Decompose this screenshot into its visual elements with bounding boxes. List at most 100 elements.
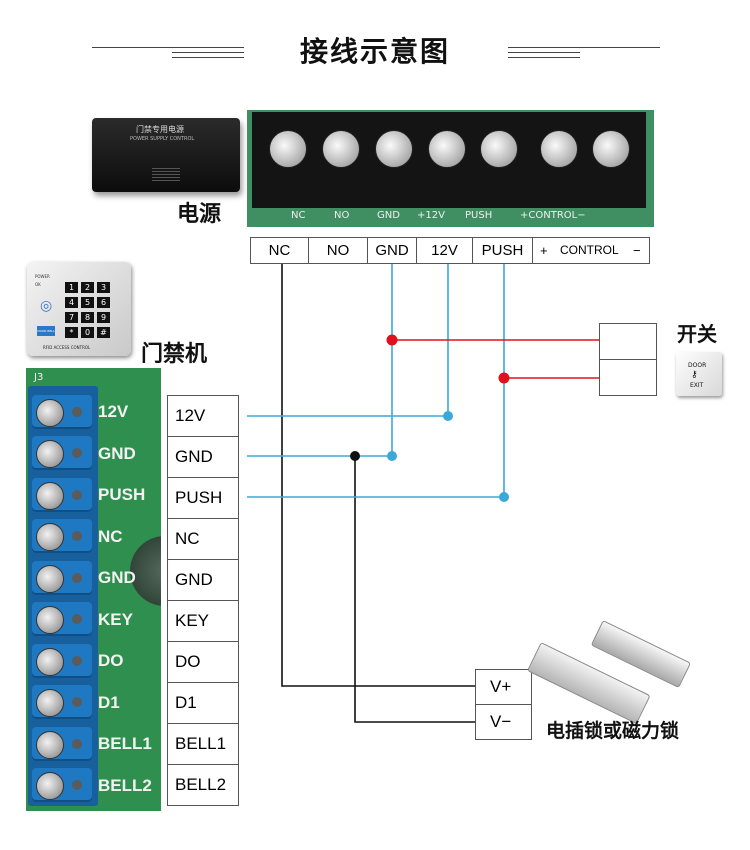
board-silk-key: KEY	[98, 610, 133, 629]
access-terminal-nc: NC	[167, 518, 239, 560]
board-hole-3	[72, 490, 82, 500]
power-silk-control: +CONTROL−	[520, 210, 586, 221]
keypad-key-0: 0	[81, 327, 94, 338]
exit-button-line1: DOOR	[688, 362, 707, 369]
wire-push	[247, 264, 505, 498]
control-minus: −	[633, 243, 641, 258]
keypad-key-3: 3	[97, 282, 110, 293]
power-terminal-no: NO	[308, 237, 368, 264]
power-silk-push: PUSH	[465, 210, 493, 221]
board-hole-4	[72, 531, 82, 541]
board-screw-5	[36, 565, 64, 593]
junction-12v	[443, 411, 453, 421]
access-terminal-bell2: BELL2	[167, 764, 239, 806]
board-screw-10	[36, 772, 64, 800]
board-hole-10	[72, 780, 82, 790]
board-screw-1	[36, 399, 64, 427]
power-terminal-nc: NC	[250, 237, 309, 264]
keypad-footer: RFID ACCESS CONTROL	[43, 345, 91, 350]
power-silk-no: NO	[334, 210, 350, 221]
board-screw-9	[36, 731, 64, 759]
board-silk-bell2: BELL2	[98, 776, 152, 795]
rfid-icon: ◎	[40, 298, 53, 314]
keypad-key-star: *	[65, 327, 78, 338]
board-screw-4	[36, 523, 64, 551]
exit-button: DOOR ⚷ EXIT	[676, 352, 722, 396]
keypad-key-1: 1	[65, 282, 78, 293]
board-hole-5	[72, 573, 82, 583]
power-supply-vent	[152, 168, 180, 182]
keypad-led-ok: OK	[35, 282, 41, 287]
power-screw-7	[592, 130, 630, 168]
junction-switch-gnd	[386, 334, 398, 346]
lock-caption: 电插锁或磁力锁	[546, 720, 680, 742]
wire-nc-to-vplus	[281, 264, 475, 687]
board-label: J3	[34, 372, 44, 383]
keypad-key-9: 9	[97, 312, 110, 323]
power-supply-caption: 电源	[177, 202, 222, 227]
access-terminal-d1: D1	[167, 682, 239, 724]
keypad-key-8: 8	[81, 312, 94, 323]
board-silk-push: PUSH	[98, 485, 146, 504]
keypad-key-6: 6	[97, 297, 110, 308]
access-terminal-bell1: BELL1	[167, 723, 239, 765]
title-rule-left-1	[92, 47, 244, 48]
control-plus: +	[540, 243, 548, 258]
power-screw-4	[428, 130, 466, 168]
switch-terminal-2	[599, 359, 657, 396]
junction-ground	[350, 451, 360, 461]
board-hole-1	[72, 407, 82, 417]
power-supply-box-subtitle: POWER SUPPLY CONTROL	[130, 136, 195, 142]
board-screw-6	[36, 606, 64, 634]
power-screw-2	[322, 130, 360, 168]
board-screw-7	[36, 648, 64, 676]
power-terminal-12v: 12V	[416, 237, 473, 264]
wire-gnd-to-vminus	[354, 456, 475, 723]
power-terminal-push: PUSH	[472, 237, 533, 264]
board-screw-3	[36, 482, 64, 510]
power-terminal-block	[247, 110, 654, 227]
board-hole-2	[72, 448, 82, 458]
junction-switch-push	[498, 372, 510, 384]
board-silk-gnd: GND	[98, 444, 136, 463]
junction-gnd	[387, 451, 397, 461]
board-silk-gnd-2: GND	[98, 568, 136, 587]
lock-terminal-vminus: V−	[475, 704, 532, 740]
access-keypad: POWER OK ◎ DOOR BELL RFID ACCESS CONTROL	[27, 262, 131, 356]
keypad-key-7: 7	[65, 312, 78, 323]
title-rule-right-1	[508, 47, 660, 48]
keypad-bell-button: DOOR BELL	[37, 326, 55, 336]
keypad-key-2: 2	[81, 282, 94, 293]
board-silk-nc: NC	[98, 527, 123, 546]
power-silk-nc: NC	[291, 210, 306, 221]
switch-caption: 开关	[677, 322, 717, 346]
title-rule-left-3	[172, 57, 244, 58]
access-terminal-gnd: GND	[167, 436, 239, 478]
board-hole-8	[72, 697, 82, 707]
power-silk-gnd: GND	[377, 210, 400, 221]
exit-button-line2: EXIT	[690, 382, 704, 389]
power-screw-6	[540, 130, 578, 168]
board-silk-12v: 12V	[98, 402, 129, 421]
board-screw-2	[36, 440, 64, 468]
junction-push	[499, 492, 509, 502]
title-rule-left-2	[172, 52, 244, 53]
power-screw-3	[375, 130, 413, 168]
lock-terminal-vplus: V+	[475, 669, 532, 705]
page-title: 接线示意图	[299, 35, 450, 68]
access-controller-caption: 门禁机	[141, 342, 208, 367]
power-supply-box: 门禁专用电源 POWER SUPPLY CONTROL	[92, 118, 240, 192]
keypad-key-4: 4	[65, 297, 78, 308]
power-screw-5	[480, 130, 518, 168]
access-terminal-push: PUSH	[167, 477, 239, 519]
power-silk-12v: +12V	[417, 210, 445, 221]
keypad-key-hash: #	[97, 327, 110, 338]
board-hole-7	[72, 656, 82, 666]
board-hole-6	[72, 614, 82, 624]
title-rule-right-2	[508, 52, 580, 53]
title-rule-right-3	[508, 57, 580, 58]
board-silk-d1: D1	[98, 693, 120, 712]
access-terminal-do: DO	[167, 641, 239, 683]
wire-gnd	[247, 264, 393, 457]
